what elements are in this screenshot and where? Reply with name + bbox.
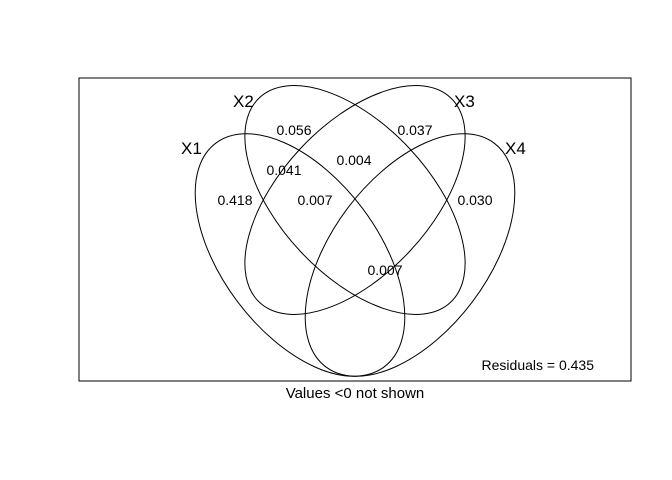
set-label-x3: X3 — [454, 92, 475, 111]
value-x4-only: 0.030 — [457, 192, 492, 208]
set-x3-ellipse — [244, 85, 466, 315]
set-label-x4: X4 — [505, 139, 526, 158]
value-x1-x3-x4: 0.007 — [367, 262, 402, 278]
value-x1-only: 0.418 — [217, 192, 252, 208]
value-x1-x2-x3: 0.007 — [297, 192, 332, 208]
residuals-text: Residuals = 0.435 — [482, 357, 595, 373]
caption: Values <0 not shown — [286, 385, 425, 402]
set-x4-ellipse — [304, 133, 516, 377]
value-x1-x2: 0.041 — [266, 162, 301, 178]
value-x2-x3: 0.004 — [336, 152, 371, 168]
set-x2-ellipse — [244, 85, 466, 315]
plot-frame — [78, 77, 632, 382]
set-x1-ellipse — [194, 133, 406, 377]
set-label-x2: X2 — [233, 92, 254, 111]
set-label-x1: X1 — [181, 139, 202, 158]
value-x3-only: 0.037 — [397, 122, 432, 138]
value-x2-only: 0.056 — [276, 122, 311, 138]
